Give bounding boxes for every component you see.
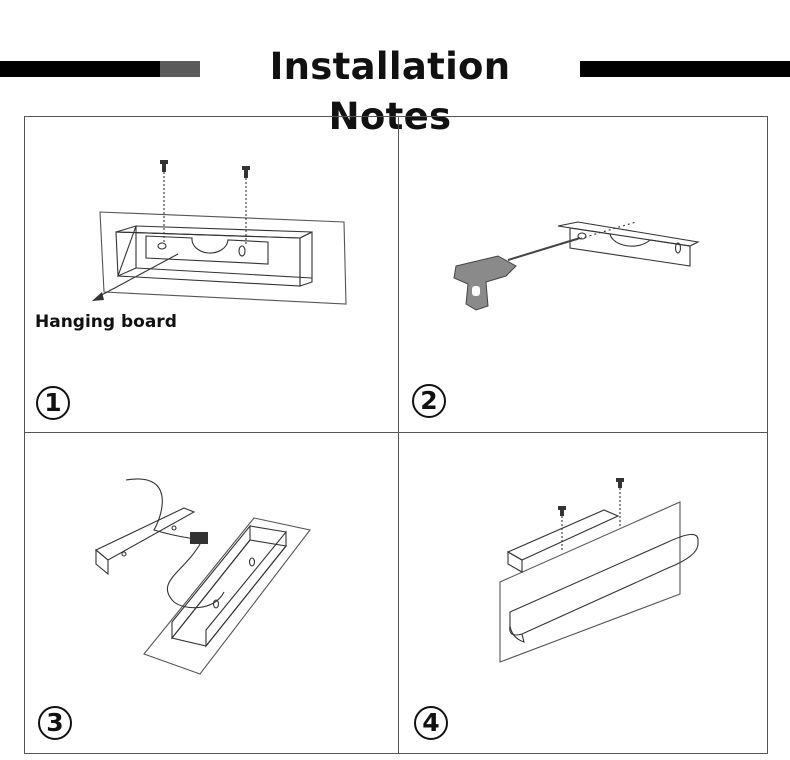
header: Installation Notes: [0, 40, 790, 138]
step-3-illustration: [94, 478, 311, 675]
step-number-2: 2: [412, 384, 446, 418]
step-4-illustration: [499, 478, 699, 663]
header-bar-left-accent: [160, 61, 200, 77]
step-number-3: 3: [38, 706, 72, 740]
step-panel-3: 3: [24, 432, 398, 754]
step-number-1: 1: [36, 386, 70, 420]
step-panel-1: Hanging board 1: [24, 116, 398, 432]
grid-divider-horizontal: [24, 432, 768, 433]
header-bar-right: [580, 61, 790, 77]
steps-grid: [24, 116, 768, 754]
step-panel-2: 2: [398, 116, 768, 432]
step-number-4: 4: [414, 706, 448, 740]
header-bar-left: [0, 61, 160, 77]
step-1-illustration: [92, 160, 347, 305]
grid-divider-vertical: [398, 116, 399, 754]
step-2-illustration: [453, 221, 700, 311]
hanging-board-label: Hanging board: [35, 312, 177, 332]
step-panel-4: 4: [398, 432, 768, 754]
